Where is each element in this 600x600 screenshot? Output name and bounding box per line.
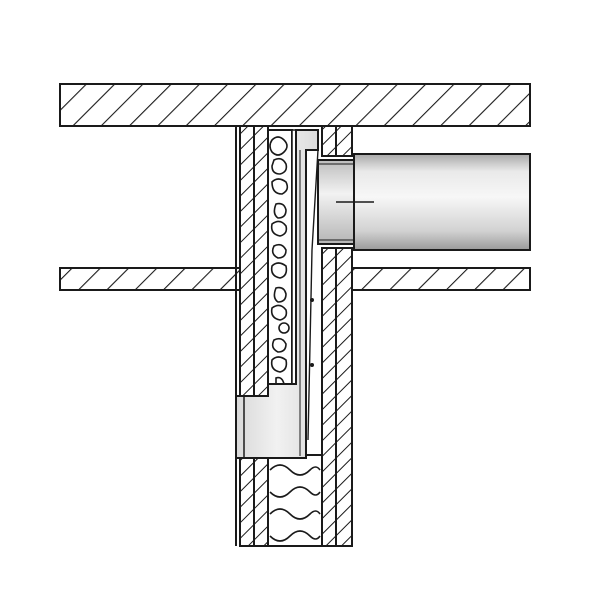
- insulation-layer-lower: [267, 454, 323, 547]
- pipe-centerline-mark: [336, 190, 374, 214]
- vertical-shaft-wall-right: [321, 125, 353, 547]
- intermediate-floor-slab-left: [59, 267, 241, 291]
- insulation-layer-upper: [267, 129, 297, 393]
- intermediate-floor-slab-right: [351, 267, 531, 291]
- vertical-shaft-wall-left: [239, 125, 269, 547]
- upper-ceiling-slab: [59, 83, 531, 127]
- horizontal-duct-pipe: [317, 153, 531, 251]
